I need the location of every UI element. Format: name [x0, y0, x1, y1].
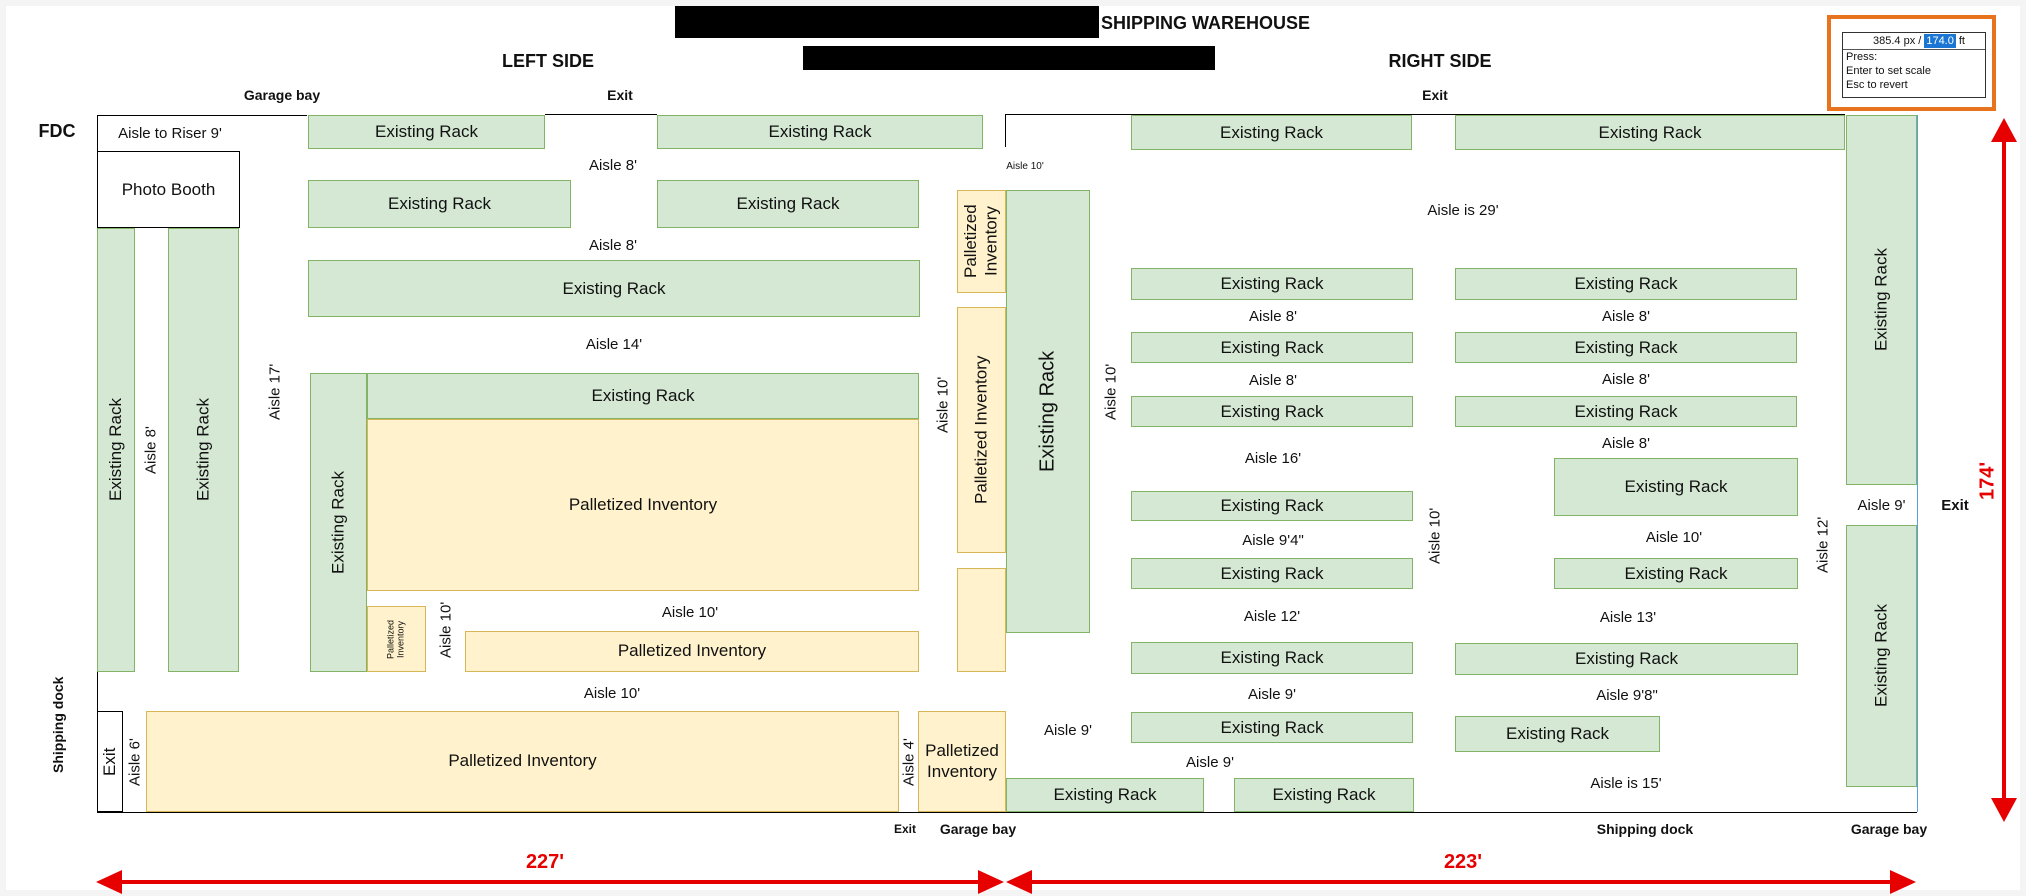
aisle-label: Aisle 8'	[1602, 307, 1650, 325]
existing-rack: Existing Rack	[1131, 115, 1412, 150]
aisle-label: Aisle 16'	[1244, 449, 1302, 467]
scale-px-value: 385.4 px /	[1873, 35, 1922, 47]
wall	[1005, 115, 1006, 147]
existing-rack: Existing Rack	[1455, 716, 1660, 752]
scale-help-esc: Esc to revert	[1846, 79, 1908, 91]
wall	[545, 114, 657, 115]
scale-help-enter: Enter to set scale	[1846, 65, 1931, 77]
photo-booth: Photo Booth	[97, 151, 240, 228]
existing-rack: Existing Rack	[1131, 396, 1413, 427]
existing-rack: Existing Rack	[367, 373, 919, 419]
exit-label: Exit	[1941, 496, 1969, 514]
existing-rack: Existing Rack	[308, 180, 571, 228]
aisle-to-riser-label: Aisle to Riser 9'	[118, 124, 222, 142]
aisle-label: Aisle 9'	[1857, 496, 1906, 514]
garage-bay-label: Garage bay	[939, 821, 1017, 837]
aisle-label: Aisle 9'	[1186, 753, 1234, 771]
existing-rack: Existing Rack	[1455, 268, 1797, 300]
garage-bay-label: Garage bay	[243, 87, 321, 103]
scale-input-row: 385.4 px / 174.0 ft	[1843, 33, 1985, 50]
left-width-dimension: 227'	[525, 850, 565, 873]
redacted-subtitle-block	[803, 46, 1215, 70]
aisle-label: Aisle 8'	[1249, 307, 1297, 325]
existing-rack: Existing Rack	[1554, 458, 1798, 516]
exit-label: Exit	[607, 87, 633, 103]
aisle-label: Aisle 8'	[1249, 371, 1297, 389]
existing-rack: Existing Rack	[657, 115, 983, 149]
existing-rack: Existing Rack	[308, 115, 545, 149]
palletized-inventory: Palletized Inventory	[465, 631, 919, 672]
aisle-label: Aisle 12'	[1243, 607, 1301, 625]
palletized-inventory: Palletized Inventory	[918, 711, 1006, 812]
existing-rack: Existing Rack	[657, 180, 919, 228]
aisle-label: Aisle 9'8"	[1596, 686, 1658, 704]
shipping-dock-label: Shipping dock	[1596, 821, 1694, 837]
scale-tool-panel: 385.4 px / 174.0 ft Press: Enter to set …	[1842, 32, 1986, 98]
height-dimension: 174'	[1976, 461, 1999, 501]
garage-bay-label: Garage bay	[1850, 821, 1928, 837]
existing-rack: Existing Rack	[1131, 268, 1413, 300]
palletized-inventory	[957, 568, 1006, 672]
existing-rack: Existing Rack	[1455, 115, 1845, 150]
aisle-label: Aisle 8'	[589, 156, 637, 174]
scale-ft-input[interactable]: 174.0	[1924, 34, 1956, 48]
palletized-inventory: Palletized Inventory	[146, 711, 899, 812]
aisle-label: Aisle 9'4"	[1242, 531, 1304, 549]
exit-label: Exit	[893, 822, 916, 836]
existing-rack: Existing Rack	[1131, 712, 1413, 743]
aisle-label: Aisle is 29'	[1427, 201, 1499, 219]
right-side-label: RIGHT SIDE	[1388, 50, 1492, 71]
fdc-label: FDC	[38, 120, 76, 141]
right-width-dimension: 223'	[1443, 850, 1483, 873]
wall	[1917, 115, 1918, 812]
scale-tool-popup: 385.4 px / 174.0 ft Press: Enter to set …	[1827, 15, 1996, 111]
wall	[97, 812, 1917, 813]
aisle-label: Aisle 14'	[585, 335, 643, 353]
diagram-title: SHIPPING WAREHOUSE	[1101, 12, 1311, 33]
aisle-label: Aisle 10'	[1006, 160, 1044, 172]
existing-rack: Existing Rack	[1131, 558, 1413, 589]
wall	[97, 115, 307, 116]
scale-help-press: Press:	[1846, 51, 1878, 63]
existing-rack: Existing Rack	[1554, 558, 1798, 589]
existing-rack: Existing Rack	[308, 260, 920, 317]
existing-rack: Existing Rack	[1455, 643, 1798, 675]
exit-label: Exit	[1422, 87, 1448, 103]
existing-rack: Existing Rack	[1131, 491, 1413, 521]
aisle-label: Aisle 10'	[661, 603, 719, 621]
existing-rack: Existing Rack	[1006, 778, 1204, 812]
existing-rack: Existing Rack	[1455, 396, 1797, 427]
aisle-label: Aisle 13'	[1599, 608, 1657, 626]
wall	[1005, 114, 1845, 115]
existing-rack: Existing Rack	[1131, 332, 1413, 363]
left-side-label: LEFT SIDE	[501, 50, 594, 71]
aisle-label: Aisle 9'	[1248, 685, 1296, 703]
aisle-label: Aisle 10'	[1645, 528, 1703, 546]
aisle-label: Aisle 8'	[589, 236, 637, 254]
existing-rack: Existing Rack	[1234, 778, 1414, 812]
palletized-inventory: Palletized Inventory	[367, 419, 919, 591]
aisle-label: Aisle is 15'	[1590, 774, 1662, 792]
scale-unit: ft	[1958, 35, 1965, 47]
aisle-label: Aisle 10'	[583, 684, 641, 702]
aisle-label: Aisle 9'	[1044, 721, 1092, 739]
aisle-label: Aisle 8'	[1602, 370, 1650, 388]
existing-rack: Existing Rack	[1455, 332, 1797, 363]
aisle-label: Aisle 8'	[1602, 434, 1650, 452]
redacted-title-block	[675, 6, 1099, 38]
existing-rack: Existing Rack	[1131, 642, 1413, 674]
